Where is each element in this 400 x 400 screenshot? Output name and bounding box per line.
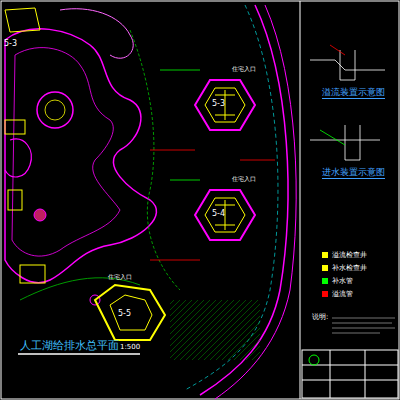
section-title: 进水装置示意图 (322, 168, 385, 179)
drawing-title: 人工湖给排水总平面 (20, 340, 119, 352)
legend-text: 补水检查井 (332, 263, 367, 273)
legend-row: 补水管 (322, 276, 353, 286)
legend-row: 溢流检查井 (322, 250, 367, 260)
legend-text: 补水管 (332, 276, 353, 286)
legend-row: 溢流管 (322, 289, 353, 299)
scale-label: 1:500 (120, 344, 140, 352)
building-number: 5-4 (212, 210, 225, 219)
legend-text: 溢流检查井 (332, 250, 367, 260)
legend-swatch (322, 252, 328, 258)
entrance-label: 住宅入口 (108, 274, 132, 281)
legend-row: 补水检查井 (322, 263, 367, 273)
building-number: 5-5 (118, 310, 131, 319)
building-number: 5-3 (4, 40, 17, 49)
legend-swatch (322, 291, 328, 297)
building-number: 5-3 (212, 100, 225, 109)
section-title: 溢流装置示意图 (322, 88, 385, 99)
legend-swatch (322, 265, 328, 271)
entrance-label: 住宅入口 (232, 176, 256, 183)
notes-heading: 说明: (312, 314, 328, 322)
entrance-label: 住宅入口 (232, 66, 256, 73)
legend-swatch (322, 278, 328, 284)
legend-text: 溢流管 (332, 289, 353, 299)
